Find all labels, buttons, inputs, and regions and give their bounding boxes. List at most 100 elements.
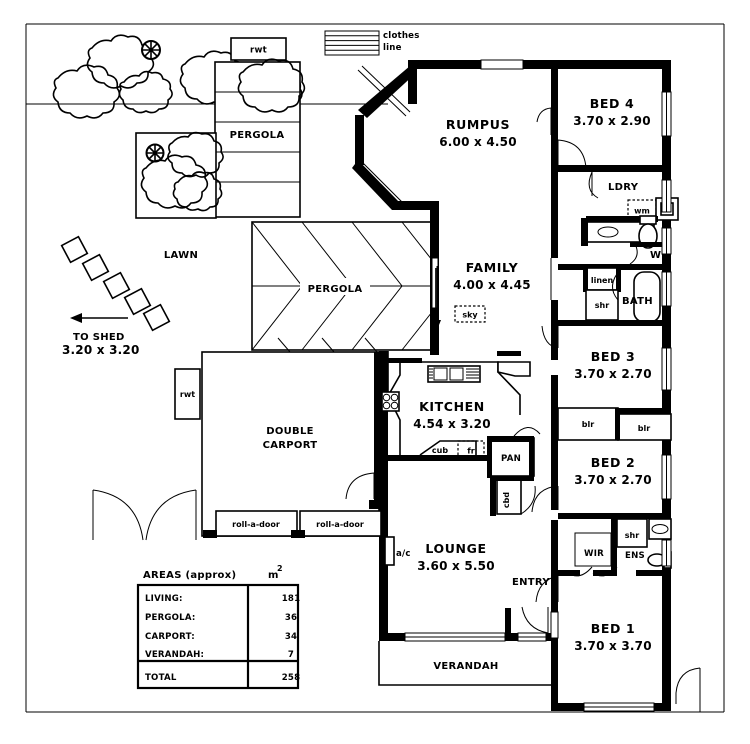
ac-label: a/c [396,549,411,559]
areas-row-2-label: CARPORT: [145,632,195,642]
room-laundry: LDRY wm [581,171,679,246]
door-bed3 [541,325,559,349]
verandah-label: VERANDAH [433,661,498,672]
wm-label: wm [634,207,650,216]
built-in-robes: blr blr [557,407,672,441]
areas-table: AREAS (approx) m 2 LIVING: 181 PERGOLA: … [136,564,301,690]
kitchen-label: KITCHEN [419,399,485,414]
pergola-mid-label: PERGOLA [308,284,363,295]
area-entry: ENTRY [512,577,550,642]
shrub-icon [141,40,161,60]
rwt-top-label: rwt [250,46,267,56]
shr-bath-label: shr [595,301,609,310]
door-bed4 [557,139,587,169]
roll-a-door-1-label: roll-a-door [232,520,280,529]
cbd-label: cbd [502,492,511,508]
bed2-label: BED 2 [591,455,636,470]
clothes-line: clothes line [324,30,420,56]
areas-total-value: 258 [282,673,301,683]
room-family: FAMILY 4.00 x 4.45 sky [431,257,552,330]
sliding-door-family [431,257,441,330]
family-dim: 4.00 x 4.45 [453,278,531,292]
carport-label-2: CARPORT [263,440,318,451]
wc-label: WC [650,250,669,261]
lounge-label: LOUNGE [425,541,486,556]
room-bed2: BED 2 3.70 x 2.70 [531,454,672,513]
lawn-label: LAWN [164,250,198,261]
linen-label: linen [591,276,614,285]
clothes-line-label-1: clothes [383,31,420,41]
room-lounge: LOUNGE 3.60 x 5.50 a/c [384,536,511,642]
cooktop-icon [381,391,400,412]
pan-label: PAN [501,454,521,464]
areas-row-1-label: PERGOLA: [145,613,195,623]
blr-right-label: blr [638,424,650,433]
carport-label-1: DOUBLE [266,426,314,437]
areas-row-3-label: VERANDAH: [145,650,204,660]
areas-row-0-value: 181 [282,594,301,604]
areas-table-header-label: AREAS (approx) [143,570,236,581]
entry-label: ENTRY [512,577,550,588]
to-shed-direction: TO SHED 3.20 x 3.20 [62,313,140,357]
room-bed3: BED 3 3.70 x 2.70 [541,325,672,391]
rumpus-label: RUMPUS [446,117,510,132]
pergola-top-label: PERGOLA [230,130,285,141]
door-bed1 [535,575,559,603]
pergola-middle: PERGOLA [251,221,433,351]
area-carport: DOUBLE CARPORT rwt roll-a-door roll-a-do… [174,337,382,538]
bed1-label: BED 1 [591,621,636,636]
areas-row-0-label: LIVING: [145,594,183,604]
area-verandah: VERANDAH [433,661,498,672]
courtyard-garden-box [135,131,224,219]
wir-label: WIR [584,549,604,559]
bed1-dim: 3.70 x 3.70 [574,639,652,653]
arrow-left-icon [70,313,82,323]
bed2-dim: 3.70 x 2.70 [574,473,652,487]
sink-icon [427,365,481,383]
areas-table-unit: m [268,570,279,581]
room-bathroom: linen shr BATH [558,264,672,326]
blr-left-label: blr [582,420,594,429]
room-rumpus: RUMPUS 6.00 x 4.50 [355,59,552,207]
rumpus-dim: 6.00 x 4.50 [439,135,517,149]
pergola-top: PERGOLA [214,61,301,218]
gate-swings [92,489,197,541]
bed4-label: BED 4 [590,96,635,111]
shr-ens-label: shr [625,531,639,540]
bed4-dim: 3.70 x 2.90 [573,114,651,128]
areas-row-2-value: 34 [285,632,297,642]
door-bed2 [531,485,559,513]
clothes-line-label-2: line [383,43,402,53]
bath-label: BATH [622,296,653,307]
room-kitchen: KITCHEN 4.54 x 3.20 cub fr [381,351,541,516]
areas-total-label: TOTAL [145,673,177,683]
room-bed1: BED 1 3.70 x 3.70 [535,575,655,712]
ens-label: ENS [625,551,645,561]
cub-label: cub [432,446,448,455]
site-boundary [25,23,725,713]
areas-table-unit-sup: 2 [277,564,283,573]
family-label: FAMILY [466,260,519,275]
sky-label: sky [462,311,478,320]
roll-a-door-2-label: roll-a-door [316,520,364,529]
pergola-mid-label-bg [300,278,370,295]
room-bed4: BED 4 3.70 x 2.90 [557,69,672,172]
shrub-icon-2 [145,143,165,163]
stepping-stones [60,235,171,332]
room-wir-ens: WIR shr ENS [558,513,672,577]
air-conditioner: a/c [384,536,411,566]
areas-row-1-value: 36 [285,613,297,623]
rainwater-tank-top: rwt [230,37,287,61]
room-wc: WC [629,215,672,265]
to-shed-label: TO SHED [73,332,125,343]
bed3-label: BED 3 [591,349,636,364]
tree-pergola [237,58,306,113]
door-rumpus [536,107,552,135]
bed3-dim: 3.70 x 2.70 [574,367,652,381]
kitchen-dim: 4.54 x 3.20 [413,417,491,431]
to-shed-dim: 3.20 x 3.20 [62,343,140,357]
lounge-dim: 3.60 x 5.50 [417,559,495,573]
ldry-label: LDRY [608,182,639,193]
